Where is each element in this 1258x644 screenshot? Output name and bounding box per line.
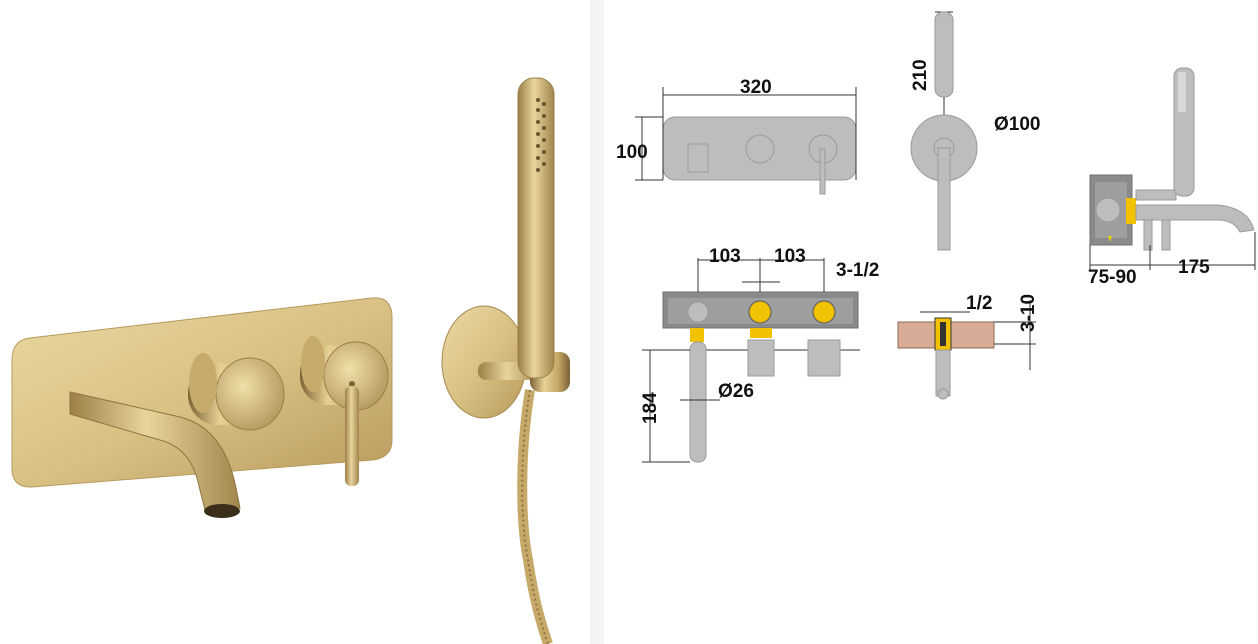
dim-valve-spacing-right: 103 <box>774 246 806 267</box>
front-spout <box>687 143 709 173</box>
dim-valve-spacing-left: 103 <box>709 246 741 267</box>
dim-thread: 3-1/2 <box>836 260 879 281</box>
dim-spout-depth: 184 <box>640 392 661 424</box>
shower-nozzles <box>536 98 546 172</box>
dim-rosette-diameter: Ø100 <box>994 114 1040 135</box>
spout-outlet <box>204 504 240 518</box>
dim-spout-projection: 175 <box>1178 257 1210 278</box>
dim-plate-width: 320 <box>740 77 772 98</box>
front-view-drawing <box>635 87 857 195</box>
dim-rosette-height: 210 <box>910 59 931 91</box>
dim-connector: 1/2 <box>966 293 992 314</box>
diverter-knob <box>188 353 285 431</box>
side-spout <box>1135 204 1255 233</box>
mixer-photo <box>11 0 604 644</box>
side-view-drawing <box>1089 67 1256 270</box>
rosette-hose <box>937 147 951 251</box>
mixer-lever <box>345 386 359 486</box>
dim-install-depth: 75-90 <box>1088 267 1137 288</box>
front-knob-1 <box>745 134 775 164</box>
rosette-hand-shower <box>934 11 954 98</box>
dim-plate-height: 100 <box>616 142 648 163</box>
top-view-drawing <box>642 258 860 463</box>
top-spout <box>689 341 707 463</box>
mixer-knob <box>300 336 389 486</box>
shower-hose <box>517 389 553 644</box>
dim-spout-diameter: Ø26 <box>718 381 754 402</box>
rosette-view-drawing <box>910 11 978 251</box>
dim-wall-range: 3-10 <box>1018 294 1039 332</box>
spout <box>69 391 241 515</box>
wall-section-drawing <box>897 300 1036 400</box>
hand-shower <box>517 77 555 379</box>
